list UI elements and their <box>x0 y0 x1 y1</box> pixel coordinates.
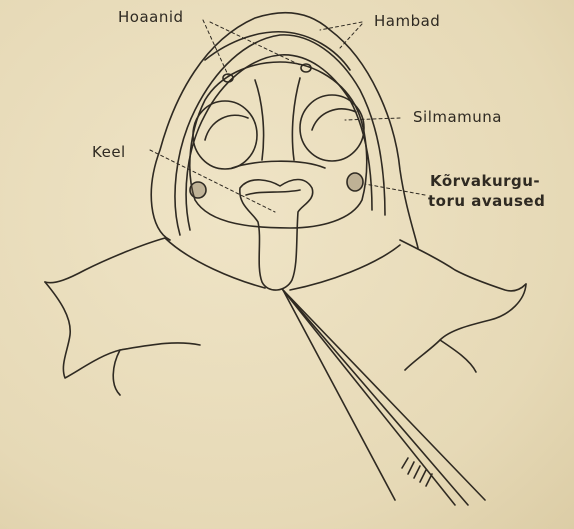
label-hoaanid: Hoaanid <box>118 10 184 25</box>
probe-line-2 <box>283 290 455 505</box>
right-arm <box>405 284 526 370</box>
left-arm-lower <box>120 343 200 350</box>
probe-line-3 <box>283 290 485 500</box>
palate-outline <box>190 62 367 228</box>
label-keel: Keel <box>92 145 126 160</box>
body-left <box>45 238 165 283</box>
leader-korvakurgu <box>365 184 425 195</box>
label-silmamuna: Silmamuna <box>413 110 502 125</box>
probe-line-4 <box>283 290 468 505</box>
probe-hatch <box>402 458 432 486</box>
neck-fold-right <box>290 245 400 290</box>
palate-cross <box>232 161 325 168</box>
right-eyeball <box>300 95 364 161</box>
leader-keel <box>150 150 275 212</box>
eustachian-left <box>190 182 206 198</box>
left-eyeball <box>193 101 257 169</box>
label-hambad: Hambad <box>374 14 440 29</box>
probe-line-1 <box>283 290 395 500</box>
left-eyeball-inner <box>205 115 248 140</box>
right-arm-lower <box>440 340 476 372</box>
palate-ridge <box>255 78 300 160</box>
tongue-top <box>246 190 300 195</box>
label-korvakurgu-line1: Kõrvakurgu- <box>430 172 540 190</box>
left-arm <box>45 282 120 395</box>
eustachian-right <box>347 173 363 191</box>
jaw-ridge-middle <box>186 55 372 230</box>
label-korvakurgu-line2: toru avaused <box>428 192 545 210</box>
head-outline <box>151 13 418 248</box>
tongue <box>240 180 313 291</box>
neck-fold-left <box>165 238 265 288</box>
body-right <box>400 240 526 291</box>
